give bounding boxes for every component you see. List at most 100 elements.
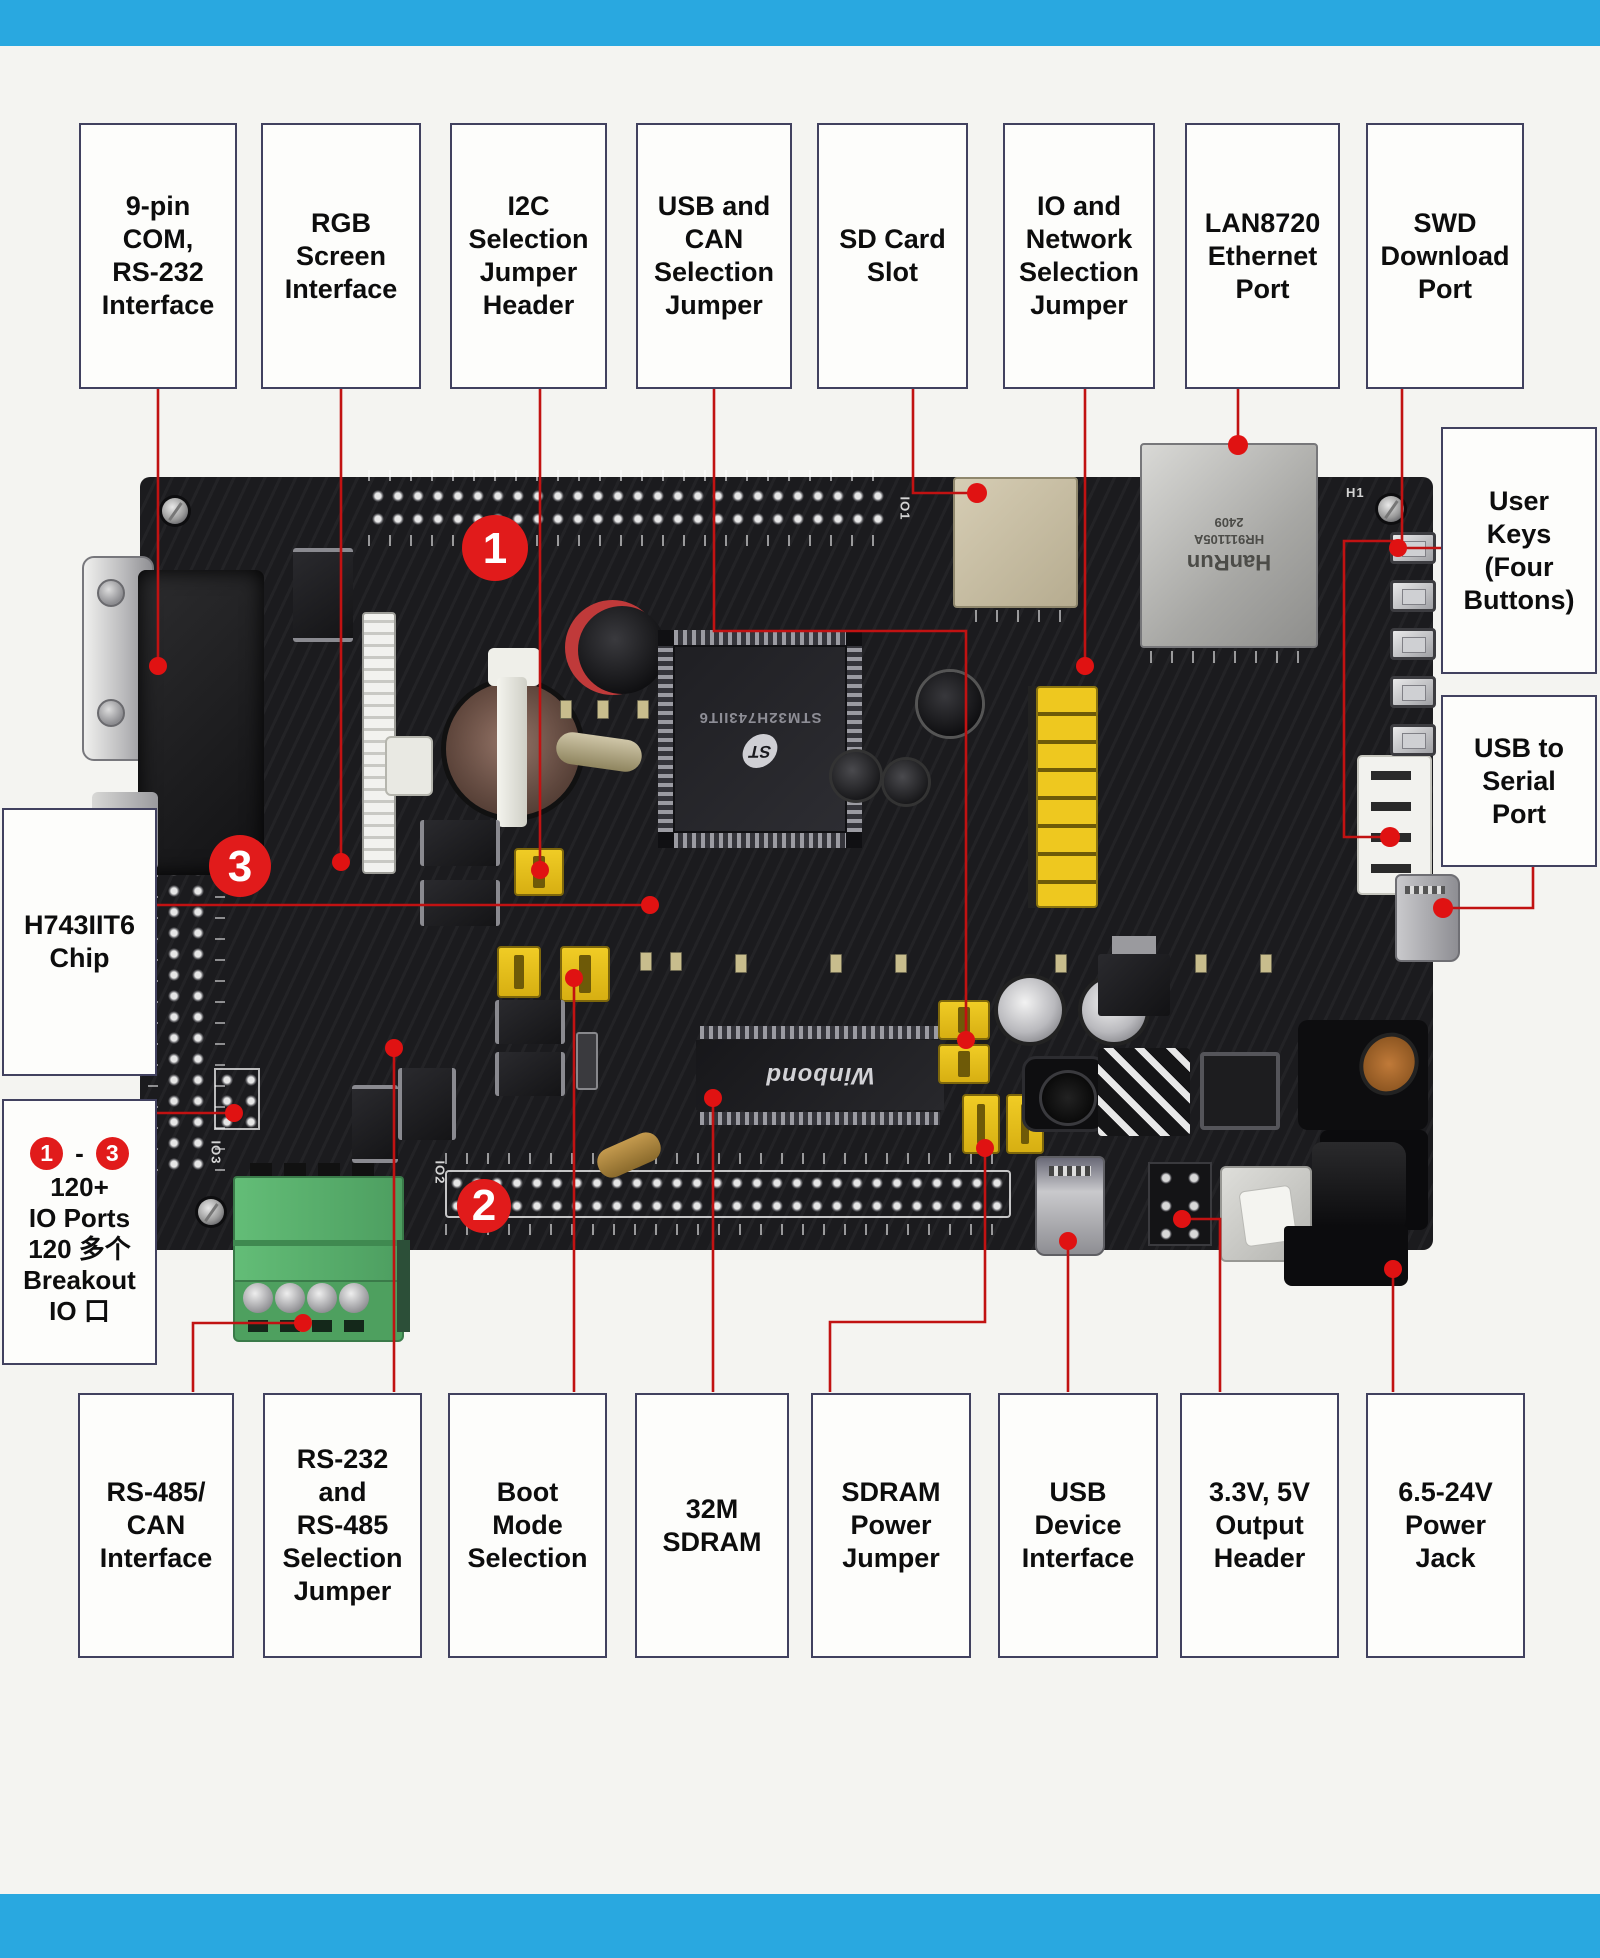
ethernet-brand: HanRun: [1186, 550, 1272, 575]
power-jack: [1312, 1142, 1406, 1232]
st-logo: ST: [739, 734, 781, 769]
io-network-jumper-block: [1028, 686, 1038, 908]
mcu-marking: STM32H743IIT6: [698, 709, 822, 727]
bottom-accent-bar: [0, 1894, 1600, 1958]
range-separator: -: [75, 1138, 84, 1168]
io-breakout-line: Breakout: [23, 1265, 136, 1295]
resistor: [895, 954, 907, 973]
label-boot-mode: Boot Mode Selection: [448, 1393, 607, 1658]
resistor: [1055, 954, 1067, 973]
label-user-keys: User Keys (Four Buttons): [1441, 427, 1597, 674]
io-breakout-range: 1 - 3: [30, 1137, 129, 1170]
label-ethernet-port: LAN8720 Ethernet Port: [1185, 123, 1340, 389]
resistor: [1195, 954, 1207, 973]
rs485-can-terminal: [228, 1160, 410, 1342]
sdram-chip: Winbond: [696, 1040, 944, 1110]
silk-h1: H1: [1346, 485, 1365, 500]
io-breakout-line: 120 多个: [28, 1234, 131, 1264]
small-ic: [495, 1000, 565, 1044]
i2c-jumper: [514, 848, 564, 896]
label-output-header: 3.3V, 5V Output Header: [1180, 1393, 1339, 1658]
io1-pin-labels: [368, 470, 892, 481]
inductor: [1022, 1056, 1106, 1132]
buzzer: [578, 606, 666, 694]
small-ic: [420, 820, 500, 866]
label-sd-card-slot: SD Card Slot: [817, 123, 968, 389]
label-rs232-rs485-jumper: RS-232 and RS-485 Selection Jumper: [263, 1393, 422, 1658]
output-power-header: [1148, 1162, 1212, 1246]
user-key-button: [1390, 580, 1436, 612]
sd-slot-pins: [975, 610, 1075, 622]
io3-pin-labels: [215, 695, 225, 1171]
io-breakout-line: 120+: [50, 1172, 109, 1202]
ethernet-port: HanRun HR911105A 2409: [1140, 443, 1318, 648]
top-accent-bar: [0, 0, 1600, 46]
boot-jumper: [560, 946, 610, 1002]
label-rgb-interface: RGB Screen Interface: [261, 123, 421, 389]
small-ic: [495, 1052, 565, 1096]
sdram-pins: [700, 1112, 940, 1125]
silk-io3: IO3: [208, 1140, 224, 1165]
io1-pin-labels: [368, 535, 892, 546]
battery-clip-bar: [497, 677, 527, 827]
usb-can-jumper: [938, 1000, 990, 1040]
label-io-network-jumper: IO and Network Selection Jumper: [1003, 123, 1155, 389]
screw: [1378, 496, 1404, 522]
led: [560, 700, 572, 719]
regulator-to252: [1112, 936, 1156, 954]
io2-header: [445, 1170, 1011, 1218]
label-i2c-jumper: I2C Selection Jumper Header: [450, 123, 607, 389]
resistor: [670, 952, 682, 971]
label-io-breakout: 1 - 3 120+ IO Ports 120 多个 Breakout IO 口: [2, 1099, 157, 1365]
resistor: [830, 954, 842, 973]
rs485-transceiver-ic: [352, 1085, 398, 1163]
power-ic: [1200, 1052, 1280, 1130]
resistor: [1260, 954, 1272, 973]
db9-nut: [97, 579, 125, 607]
sdram-marking: Winbond: [765, 1062, 875, 1089]
small-ic: [420, 880, 500, 926]
io1-header: [368, 485, 892, 531]
boot-jumper: [497, 946, 541, 998]
io2-pin-labels: [445, 1224, 1011, 1235]
sdram-power-jumper: [962, 1094, 1000, 1154]
regulator-to252: [1098, 954, 1170, 1016]
range-start-badge: 1: [30, 1137, 64, 1170]
silk-io1: IO1: [897, 496, 913, 521]
pcb-board: H1 IO1 IO3 IO2: [82, 443, 1460, 1250]
io-breakout-line: IO Ports: [28, 1203, 131, 1233]
resistor: [735, 954, 747, 973]
rs232-transceiver-ic: [398, 1068, 456, 1140]
regulator-striped: [1098, 1048, 1190, 1136]
capacitor: [884, 760, 928, 804]
mcu-body: ST STM32H743IIT6: [675, 647, 845, 831]
label-usb-serial: USB to Serial Port: [1441, 695, 1597, 867]
label-power-jack: 6.5-24V Power Jack: [1366, 1393, 1525, 1658]
usb-serial-connector: [1395, 874, 1460, 962]
electrolytic-cap: [998, 978, 1062, 1042]
user-key-button: [1390, 628, 1436, 660]
transceiver-ic: [293, 548, 353, 642]
silk-io2: IO2: [432, 1160, 448, 1185]
label-32m-sdram: 32M SDRAM: [635, 1393, 789, 1658]
ethernet-part: HR911105A: [1193, 532, 1265, 547]
io3-header-end: [214, 1068, 260, 1130]
usb-device-connector: [1035, 1156, 1105, 1256]
sdram-pins: [700, 1026, 940, 1039]
mcu-chip: ST STM32H743IIT6: [658, 630, 862, 848]
usb-can-jumper: [938, 1044, 990, 1084]
io2-pin-labels: [445, 1153, 1011, 1164]
label-rs485-can: RS-485/ CAN Interface: [78, 1393, 234, 1658]
white-capacitor: [385, 736, 433, 796]
screw: [198, 1199, 224, 1225]
range-end-badge: 3: [95, 1137, 129, 1170]
io-breakout-line: IO 口: [49, 1296, 110, 1326]
ethernet-date: 2409: [1214, 515, 1244, 530]
label-usb-device: USB Device Interface: [998, 1393, 1158, 1658]
screw: [162, 498, 188, 524]
ethernet-pins: [1150, 651, 1310, 663]
power-jack-base: [1284, 1226, 1408, 1286]
label-swd-port: SWD Download Port: [1366, 123, 1524, 389]
io-network-jumper-block: [1036, 686, 1098, 908]
